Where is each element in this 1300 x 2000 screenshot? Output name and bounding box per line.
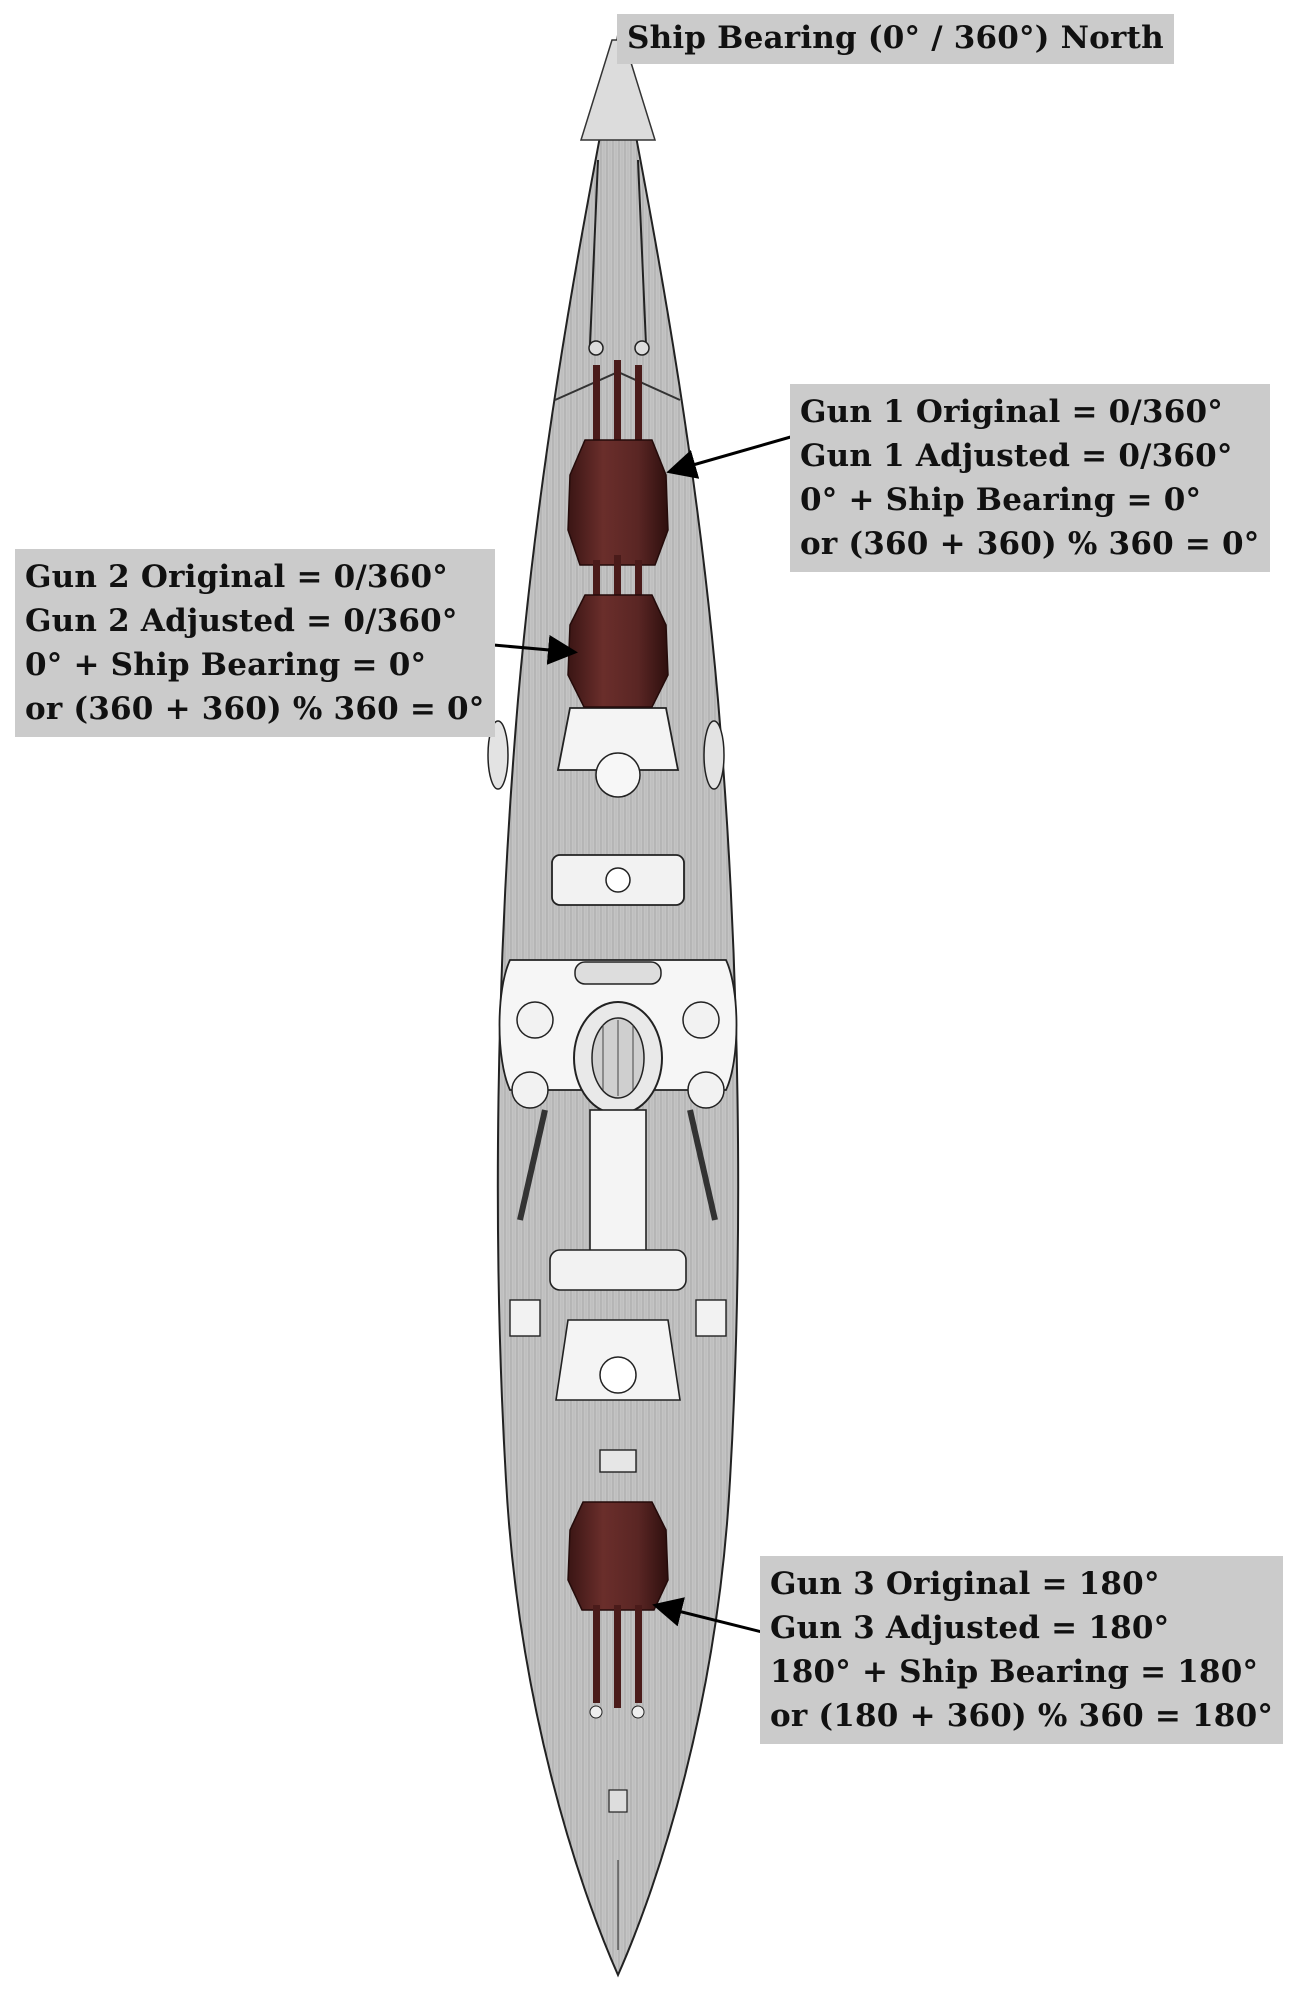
- gun3-sum: 180° + Ship Bearing = 180°: [770, 1650, 1273, 1694]
- gun1-modulo: or (360 + 360) % 360 = 0°: [800, 522, 1260, 566]
- gun3-label: Gun 3 Original = 180° Gun 3 Adjusted = 1…: [760, 1556, 1283, 1744]
- gun1-adjusted: Gun 1 Adjusted = 0/360°: [800, 434, 1260, 478]
- gun2-sum: 0° + Ship Bearing = 0°: [25, 643, 485, 687]
- gun1-original: Gun 1 Original = 0/360°: [800, 390, 1260, 434]
- battleship-top-view-icon: [488, 35, 738, 1975]
- ship-bearing-text: Ship Bearing (0° / 360°) North: [627, 16, 1164, 60]
- gun2-adjusted: Gun 2 Adjusted = 0/360°: [25, 599, 485, 643]
- gun1-arrow: [672, 432, 808, 471]
- gun3-adjusted: Gun 3 Adjusted = 180°: [770, 1606, 1273, 1650]
- gun1-sum: 0° + Ship Bearing = 0°: [800, 478, 1260, 522]
- gun3-modulo: or (180 + 360) % 360 = 180°: [770, 1694, 1273, 1738]
- gun3-original: Gun 3 Original = 180°: [770, 1562, 1273, 1606]
- gun2-label: Gun 2 Original = 0/360° Gun 2 Adjusted =…: [15, 549, 495, 737]
- gun2-modulo: or (360 + 360) % 360 = 0°: [25, 687, 485, 731]
- gun1-label: Gun 1 Original = 0/360° Gun 1 Adjusted =…: [790, 384, 1270, 572]
- gun2-original: Gun 2 Original = 0/360°: [25, 555, 485, 599]
- ship-bearing-label: Ship Bearing (0° / 360°) North: [617, 14, 1174, 64]
